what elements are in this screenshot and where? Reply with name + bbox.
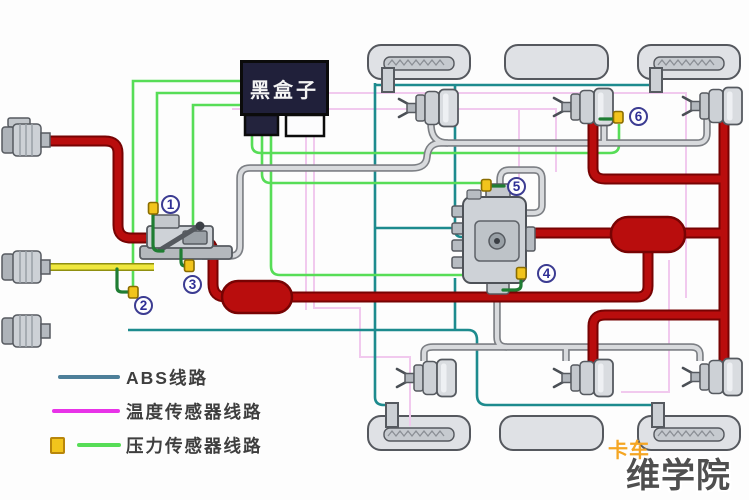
gray-pipes	[202, 119, 710, 361]
marker-5: 5	[507, 177, 526, 196]
legend: ABS线路 温度传感器线路 压力传感器线路	[38, 366, 263, 468]
brake-chamber	[681, 86, 744, 126]
marker-3: 3	[183, 275, 202, 294]
brake-chamber	[681, 357, 744, 397]
air-tank-top-middle	[504, 44, 609, 80]
black-box-label: 黑盒子	[250, 79, 319, 102]
legend-swatch-pressure	[38, 436, 126, 454]
tank-port	[651, 402, 665, 428]
legend-label-abs: ABS线路	[126, 367, 208, 388]
legend-row-temperature: 温度传感器线路	[38, 400, 263, 422]
watermark-line1: 卡车	[608, 440, 650, 462]
air-tank-top-right	[637, 44, 741, 80]
marker-2: 2	[134, 296, 153, 315]
sensor-connector-2	[127, 285, 139, 299]
black-box-plug-left	[243, 113, 280, 137]
sensor-connector-5	[480, 178, 492, 192]
brake-chamber	[552, 358, 615, 398]
abs-line-swatch	[58, 375, 120, 379]
sensor-connector-6	[612, 110, 624, 124]
pressure-line-swatch	[77, 443, 121, 447]
pressure-connector-swatch	[50, 436, 65, 454]
brake-chamber	[395, 358, 458, 398]
abs-lines	[128, 83, 656, 407]
legend-row-abs: ABS线路	[38, 366, 263, 388]
red-reservoir-right	[609, 215, 687, 254]
marker-1: 1	[161, 195, 180, 214]
marker-4: 4	[537, 264, 556, 283]
brake-chamber	[397, 88, 460, 128]
abs-sensor-plug	[1, 314, 51, 348]
red-reservoir-left	[220, 279, 294, 315]
tank-port	[649, 67, 663, 93]
sensor-connector-4	[515, 266, 527, 280]
sensor-connector-3	[183, 259, 195, 273]
legend-row-pressure: 压力传感器线路	[38, 434, 263, 456]
air-tank-bottom-middle	[499, 415, 604, 451]
black-box-plug-right	[284, 113, 326, 138]
sensor-connector-1	[147, 201, 159, 215]
legend-swatch-abs	[38, 375, 126, 379]
air-tank-bottom-left	[367, 415, 471, 451]
black-box-ecu: 黑盒子	[240, 60, 329, 116]
legend-label-temperature: 温度传感器线路	[126, 401, 263, 422]
watermark-line2: 维学院	[626, 457, 731, 495]
sensor-plug-middle	[1, 250, 51, 284]
foot-brake-valve	[139, 214, 233, 260]
legend-swatch-temperature	[38, 409, 126, 413]
marker-6: 6	[629, 107, 648, 126]
pressure-sensor-lines	[131, 79, 621, 287]
temperature-line-swatch	[52, 409, 120, 413]
abs-modulator-valve	[451, 183, 536, 295]
tank-ports	[381, 67, 665, 428]
legend-label-pressure: 压力传感器线路	[126, 435, 263, 456]
pressure-sensor-connectors	[127, 110, 624, 299]
tank-port	[385, 402, 399, 428]
pressure-sensor-pigtails	[115, 117, 615, 294]
air-compressor	[1, 117, 51, 157]
tank-port	[381, 67, 395, 93]
